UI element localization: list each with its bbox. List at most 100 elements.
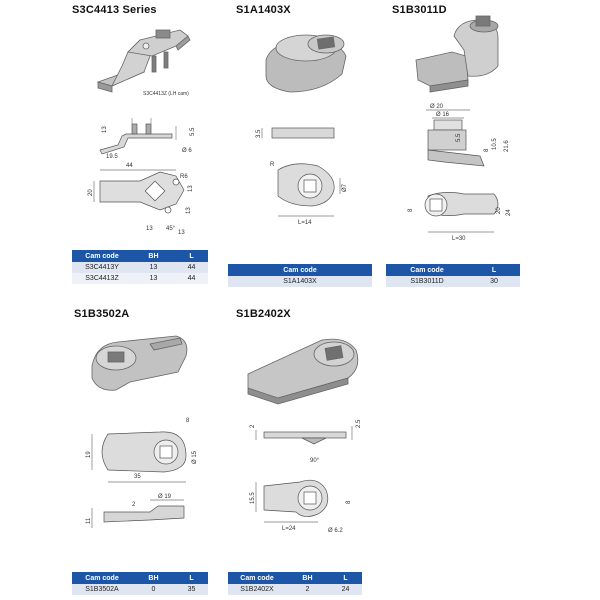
- dim-label: 10.5: [492, 138, 498, 150]
- spec-table: Cam code BH L S1B3502A 0 35: [72, 572, 208, 595]
- cam-drawing: 2 2.5 90° 15.5 8 L=24 Ø 6.2: [247, 338, 362, 534]
- table-cell: S1B3502A: [72, 584, 132, 595]
- iso-caption: S3C4413Z (LH cam): [143, 91, 189, 97]
- side-view: [426, 109, 485, 167]
- table-row: S1B2402X 2 24: [228, 584, 362, 595]
- table-cell: 24: [328, 584, 362, 595]
- side-view: [261, 127, 335, 139]
- dim-label: 13: [102, 126, 108, 133]
- table-row: S1B3011D 30: [386, 276, 520, 287]
- table-cell: S3C4413Y: [72, 262, 132, 273]
- dim-label: Ø 6.2: [328, 528, 343, 534]
- dim-label: 2: [250, 424, 256, 428]
- table-cell: 0: [132, 584, 175, 595]
- cam-isometric-view: [91, 335, 188, 391]
- cam-drawing: Ø 20 Ø 16 5.5 8 10.5 21.6 8 20 24 L=30: [408, 15, 512, 242]
- side-view: [99, 118, 177, 155]
- table-header: Cam code: [72, 572, 132, 584]
- dim-label: 2.5: [356, 419, 362, 428]
- panel-title: S1B2402X: [236, 308, 291, 320]
- dim-label: 8: [186, 418, 190, 424]
- dim-label: 3.5: [256, 129, 262, 138]
- table-header: L: [468, 264, 520, 276]
- table-cell: 13: [132, 262, 175, 273]
- dim-label: Ø 15: [192, 450, 198, 464]
- table-header: Cam code: [72, 250, 132, 262]
- cam-drawing: S3C4413Z (LH cam) 13 5.5 19.5 Ø 6 44 20 …: [88, 29, 196, 236]
- table-cell: 44: [174, 273, 208, 284]
- spec-table: Cam code L S1B3011D 30: [386, 264, 520, 287]
- dim-label: 5.5: [456, 133, 462, 142]
- cam-isometric-view: [415, 15, 499, 93]
- table-cell: S1A1403X: [228, 276, 372, 287]
- table-cell: 44: [174, 262, 208, 273]
- dim-label: 8: [484, 148, 490, 152]
- dim-label: 2: [132, 502, 136, 508]
- dim-label: 21.6: [504, 140, 510, 152]
- dim-label: 8: [408, 208, 414, 212]
- table-header: Cam code: [228, 264, 372, 276]
- top-view: [424, 192, 499, 233]
- table-row: S3C4413Y 13 44: [72, 262, 208, 273]
- table-header: BH: [132, 572, 175, 584]
- dim-label: L=14: [298, 220, 312, 226]
- panel-title: S1B3011D: [392, 4, 447, 16]
- panel-s1b3502a: S1B3502A 8 19 Ø 15 35 Ø 19 2 11 Cam co: [0, 300, 215, 600]
- table-header: Cam code: [228, 572, 286, 584]
- dim-label: 19.5: [106, 154, 118, 160]
- table-header: BH: [286, 572, 329, 584]
- table-header: L: [174, 572, 208, 584]
- dim-label: R: [270, 162, 275, 168]
- dim-label: 44: [126, 163, 133, 169]
- table-row: S1B3502A 0 35: [72, 584, 208, 595]
- dim-label: 5.5: [190, 127, 196, 136]
- dim-label: 13: [178, 230, 185, 236]
- dim-label: 13: [186, 207, 192, 214]
- dim-label: L=30: [452, 236, 466, 242]
- table-header: L: [328, 572, 362, 584]
- dim-label: L=24: [282, 526, 296, 532]
- dim-label: 90°: [310, 458, 320, 464]
- table-cell: 35: [174, 584, 208, 595]
- dim-label: 45°: [166, 226, 176, 232]
- table-header: L: [174, 250, 208, 262]
- panel-title: S1B3502A: [74, 308, 130, 320]
- dim-label: 15.5: [250, 492, 256, 504]
- dim-label: 19: [86, 451, 92, 458]
- table-row: S1A1403X: [228, 276, 372, 287]
- table-header: Cam code: [386, 264, 468, 276]
- dim-label: 11: [86, 517, 92, 524]
- cam-drawing: 3.5 R Ø7 L=14: [256, 34, 348, 226]
- dim-label: 8: [346, 500, 352, 504]
- cam-drawing: 8 19 Ø 15 35 Ø 19 2 11: [86, 335, 198, 528]
- spec-table: Cam code BH L S3C4413Y 13 44 S3C4413Z 13…: [72, 250, 208, 284]
- spec-table: Cam code BH L S1B2402X 2 24: [228, 572, 362, 595]
- table-header: BH: [132, 250, 175, 262]
- dim-label: 13: [188, 185, 194, 192]
- spec-table: Cam code S1A1403X: [228, 264, 372, 287]
- table-row: S3C4413Z 13 44: [72, 273, 208, 284]
- dim-label: Ø7: [342, 183, 348, 192]
- cam-isometric-view: [247, 338, 359, 405]
- dim-label: 35: [134, 474, 141, 480]
- panel-title: S3C4413 Series: [72, 4, 157, 16]
- dim-label: 24: [506, 209, 512, 216]
- top-view: [255, 479, 329, 523]
- cam-isometric-view: [265, 34, 347, 93]
- dim-label: 20: [88, 189, 94, 196]
- table-cell: 30: [468, 276, 520, 287]
- panel-title: S1A1403X: [236, 4, 291, 16]
- top-view: [91, 431, 187, 483]
- dim-label: Ø 20: [430, 104, 444, 110]
- side-view: [91, 499, 185, 528]
- dim-label: Ø 6: [182, 148, 192, 154]
- dim-label: R6: [180, 174, 188, 180]
- dim-label: Ø 19: [158, 494, 172, 500]
- side-view: [255, 426, 353, 445]
- cam-isometric-view: [96, 29, 191, 93]
- dim-label: 13: [146, 226, 153, 232]
- panel-s3c4413: S3C4413 Series S3C4413Z (LH cam) 13 5.5 …: [0, 0, 215, 300]
- table-cell: S1B3011D: [386, 276, 468, 287]
- table-cell: S1B2402X: [228, 584, 286, 595]
- panel-s1a1403x: S1A1403X 3.5 R Ø7 L=14 Cam code S1A1403X: [222, 0, 382, 300]
